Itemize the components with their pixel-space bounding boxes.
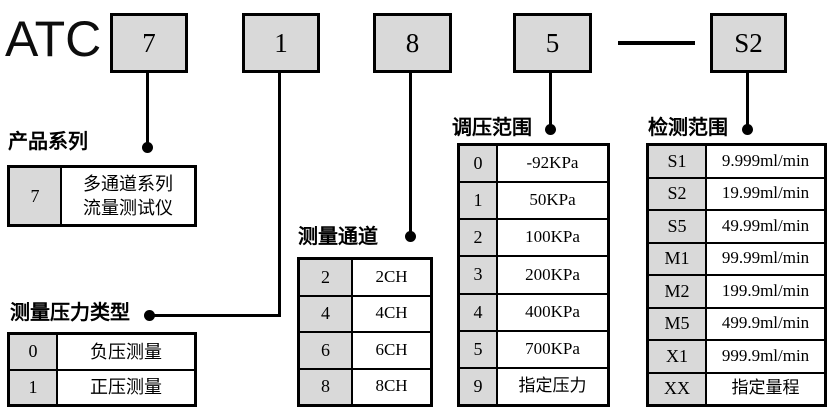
table-row: 0 -92KPa — [460, 146, 607, 184]
row-desc-cell: 200KPa — [525, 264, 580, 284]
table-row: 0 负压测量 — [10, 335, 194, 371]
table-row: X1 999.9ml/min — [649, 341, 824, 374]
connector-channels-line — [409, 71, 412, 237]
table-row: S5 49.99ml/min — [649, 211, 824, 244]
table-row: 1 正压测量 — [10, 370, 194, 404]
code-box-pressure-type: 1 — [242, 13, 320, 73]
row-desc-cell: 2CH — [375, 266, 408, 286]
table-row: 4 4CH — [300, 296, 430, 333]
row-desc-cell: 6CH — [375, 339, 408, 359]
lookup-table-pressure-type: 0 负压测量 1 正压测量 — [7, 332, 197, 407]
code-box-detect-range: S2 — [710, 13, 787, 73]
row-code-cell: X1 — [649, 341, 707, 372]
row-desc-cell: 负压测量 — [90, 341, 162, 362]
table-row: 8 8CH — [300, 369, 430, 404]
table-row: 2 100KPa — [460, 220, 607, 258]
row-code-cell: 3 — [460, 257, 498, 293]
connector-pressure-type-vline — [278, 71, 281, 317]
table-row: 2 2CH — [300, 260, 430, 297]
lookup-table-pressure-range: 0 -92KPa 1 50KPa 2 100KPa 3 200KPa 4 400KPa 5 700KP… — [457, 143, 610, 407]
table-row: M1 99.99ml/min — [649, 243, 824, 276]
row-code-cell: 8 — [300, 369, 353, 404]
section-title-pressure-range: 调压范围 — [452, 117, 532, 139]
row-desc-cell: 400KPa — [525, 301, 580, 321]
connector-pressure-range-dot — [545, 124, 556, 135]
row-desc-cell: 700KPa — [525, 338, 580, 358]
row-code-cell: 5 — [460, 331, 498, 367]
table-row: 1 50KPa — [460, 183, 607, 221]
table-row: 4 400KPa — [460, 294, 607, 332]
row-code-cell: 1 — [10, 370, 58, 404]
connector-pressure-type-hline — [150, 314, 281, 317]
code-separator-dash — [618, 41, 695, 45]
row-desc-cell: 指定量程 — [731, 378, 800, 398]
row-code-cell: 4 — [460, 294, 498, 330]
row-desc-cell: 199.9ml/min — [721, 280, 810, 300]
row-desc-cell: 4CH — [375, 303, 408, 323]
table-row: S1 9.999ml/min — [649, 146, 824, 179]
row-desc-cell: 499.9ml/min — [721, 313, 810, 333]
section-title-channels: 测量通道 — [298, 226, 378, 248]
row-code-cell: 2 — [300, 260, 353, 295]
table-row: 5 700KPa — [460, 331, 607, 369]
row-desc-cell: 多通道系列 流量测试仪 — [83, 173, 173, 218]
table-row: M2 199.9ml/min — [649, 276, 824, 309]
section-title-pressure-type: 测量压力类型 — [10, 302, 130, 324]
connector-channels-dot — [405, 231, 416, 242]
row-code-cell: XX — [649, 373, 707, 404]
row-desc-cell: 正压测量 — [90, 377, 162, 398]
row-code-cell: 6 — [300, 333, 353, 368]
connector-series-dot — [142, 142, 153, 153]
row-code-cell: 0 — [10, 335, 58, 369]
row-code-cell: M5 — [649, 308, 707, 339]
row-desc-cell: 99.99ml/min — [721, 248, 810, 268]
row-desc-cell: 50KPa — [529, 190, 576, 210]
row-desc-cell: 19.99ml/min — [721, 183, 810, 203]
row-code-cell: M1 — [649, 243, 707, 274]
connector-detect-range-line — [746, 71, 749, 130]
row-code-cell: 7 — [10, 168, 62, 224]
code-box-pressure-range: 5 — [513, 13, 592, 73]
row-code-cell: 0 — [460, 146, 498, 182]
table-row: 7 多通道系列 流量测试仪 — [10, 168, 194, 224]
lookup-table-channels: 2 2CH 4 4CH 6 6CH 8 8CH — [297, 257, 433, 407]
section-title-detect-range: 检测范围 — [648, 117, 728, 139]
lookup-table-product-series: 7 多通道系列 流量测试仪 — [7, 165, 197, 227]
table-row: S2 19.99ml/min — [649, 178, 824, 211]
row-desc-cell: 9.999ml/min — [721, 150, 810, 170]
table-row: M5 499.9ml/min — [649, 308, 824, 341]
row-code-cell: S5 — [649, 211, 707, 242]
row-code-cell: 2 — [460, 220, 498, 256]
connector-detect-range-dot — [742, 124, 753, 135]
table-row: XX 指定量程 — [649, 373, 824, 404]
row-desc-cell: 8CH — [375, 376, 408, 396]
row-desc-cell: 指定压力 — [518, 375, 587, 395]
row-code-cell: 1 — [460, 183, 498, 219]
code-box-series: 7 — [110, 13, 188, 73]
row-code-cell: S2 — [649, 178, 707, 209]
product-prefix: ATC — [5, 11, 102, 67]
row-desc-cell: -92KPa — [526, 153, 579, 173]
table-row: 6 6CH — [300, 333, 430, 370]
connector-series-line — [146, 71, 149, 148]
row-code-cell: S1 — [649, 146, 707, 177]
code-box-channels: 8 — [373, 13, 452, 73]
connector-pressure-type-dot — [144, 310, 155, 321]
table-row: 3 200KPa — [460, 257, 607, 295]
row-code-cell: M2 — [649, 276, 707, 307]
connector-pressure-range-line — [549, 71, 552, 130]
section-title-product-series: 产品系列 — [8, 131, 88, 153]
row-code-cell: 4 — [300, 296, 353, 331]
table-row: 9 指定压力 — [460, 368, 607, 404]
row-desc-cell: 999.9ml/min — [721, 345, 810, 365]
row-code-cell: 9 — [460, 368, 498, 404]
row-desc-cell: 49.99ml/min — [721, 215, 810, 235]
row-desc-cell: 100KPa — [525, 227, 580, 247]
